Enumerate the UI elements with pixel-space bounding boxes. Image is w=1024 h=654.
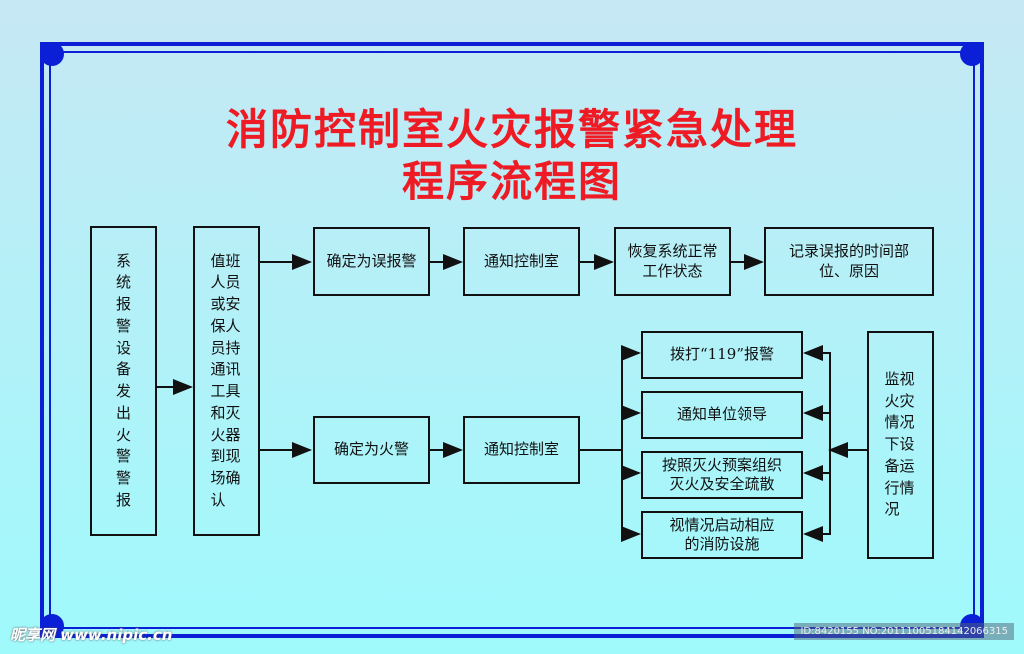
- fire-alarm-box: 确定为火警: [313, 416, 430, 484]
- system-alarm-box: 系统报警设备发出火警警报: [90, 226, 157, 536]
- monitor-box: 监视火灾情况下设备运行情况: [867, 331, 934, 559]
- false-alarm-box: 确定为误报警: [313, 227, 430, 296]
- notify-control-room-box-2: 通知控制室: [463, 416, 580, 484]
- system-alarm-text: 系统报警设备发出火警警报: [115, 251, 131, 509]
- connectors: [157, 254, 867, 542]
- monitor-text: 监视火灾情况下设备运行情况: [884, 369, 915, 519]
- duty-staff-text: 值班人员或安保人员持通讯工具和灭火器到现场确认: [210, 251, 241, 509]
- record-false-alarm-box: 记录误报的时间部位、原因: [764, 227, 934, 296]
- title-line-1: 消防控制室火灾报警紧急处理: [225, 105, 798, 154]
- notify-control-room-box-1: 通知控制室: [463, 227, 580, 296]
- restore-system-box: 恢复系统正常工作状态: [614, 227, 731, 296]
- evacuate-box: 按照灭火预案组织灭火及安全疏散: [641, 451, 803, 499]
- watermark-id: ID:8420155 NO:20111005184142066315: [794, 623, 1014, 640]
- call-119-box: 拨打“119”报警: [641, 331, 803, 379]
- title-line-2: 程序流程图: [401, 157, 622, 206]
- notify-leader-box: 通知单位领导: [641, 391, 803, 439]
- decorative-frame: [40, 42, 984, 638]
- start-facilities-box: 视情况启动相应的消防设施: [641, 511, 803, 559]
- duty-staff-box: 值班人员或安保人员持通讯工具和灭火器到现场确认: [193, 226, 260, 536]
- watermark-site: 昵享网 www.nipic.cn: [10, 626, 173, 644]
